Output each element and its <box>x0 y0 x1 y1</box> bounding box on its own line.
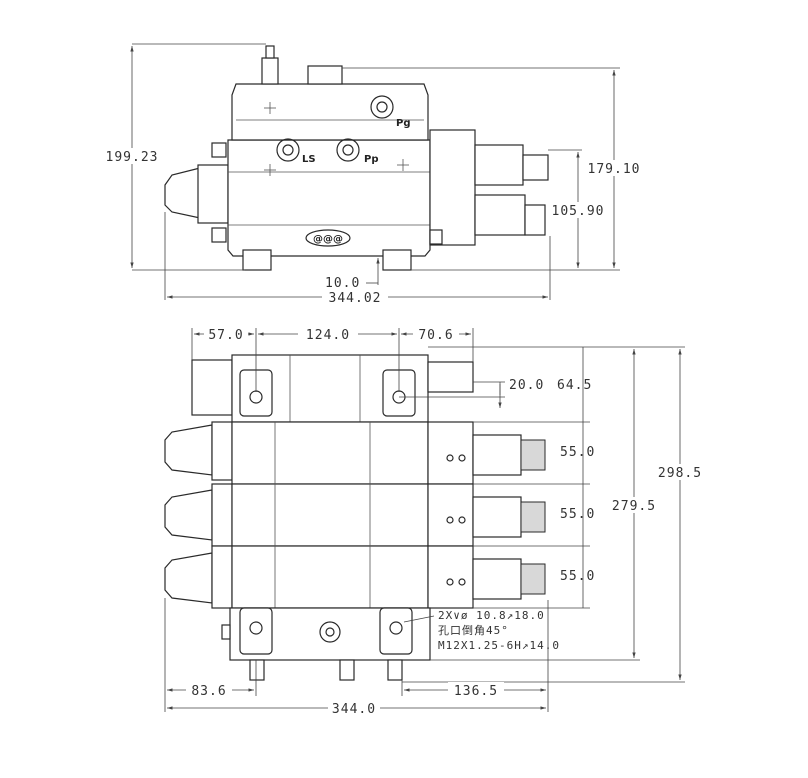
dim-bottom-right: 136.5 <box>454 684 498 699</box>
tail-port <box>319 621 341 643</box>
top-head-block <box>231 83 429 141</box>
dim-section-1: 55.0 <box>560 445 595 460</box>
top-left-flange <box>197 164 229 224</box>
front-view: 57.0 124.0 70.6 20.0 64.5 55.0 55.0 55.0… <box>164 326 708 717</box>
note-chamfer: 孔口倒角45° <box>438 624 509 637</box>
ls-port-label: LS <box>302 154 316 165</box>
front-head-left <box>191 359 233 416</box>
section-3 <box>164 545 546 609</box>
dim-overall-height: 199.23 <box>106 150 159 165</box>
dim-section-2: 55.0 <box>560 507 595 522</box>
dim-hole-spacing: 124.0 <box>306 328 350 343</box>
top-plug <box>307 65 343 85</box>
top-foot-left <box>242 249 272 271</box>
pg-port-label: Pg <box>396 118 411 129</box>
logo-badge <box>305 229 351 247</box>
logo-text: @@@ <box>313 234 343 245</box>
dim-head-height: 64.5 <box>557 378 592 393</box>
top-left-nozzle <box>164 167 201 219</box>
top-solenoid-lower <box>474 194 526 236</box>
tail-hole-left <box>249 621 263 635</box>
dim-overall-height-front: 298.5 <box>658 466 702 481</box>
top-fitting <box>261 57 279 85</box>
dim-overall-width-front: 344.0 <box>332 702 376 717</box>
dim-right-height: 179.10 <box>588 162 641 177</box>
top-solenoid-upper <box>474 144 524 186</box>
dim-base-offset: 10.0 <box>325 276 360 291</box>
pp-port <box>336 138 360 162</box>
section-2 <box>164 483 546 547</box>
top-right-block <box>429 129 476 246</box>
dim-bottom-left: 83.6 <box>191 684 226 699</box>
dim-section-3: 55.0 <box>560 569 595 584</box>
section-1 <box>164 421 546 485</box>
dim-small-offset: 20.0 <box>509 378 544 393</box>
dim-right-offset: 70.6 <box>418 328 453 343</box>
top-view: Pg LS Pp @@@ 199.23 <box>100 43 646 306</box>
front-head-right-plug <box>427 361 474 393</box>
tail-hole-right <box>389 621 403 635</box>
pp-port-label: Pp <box>364 154 379 165</box>
dim-inner-height: 279.5 <box>612 499 656 514</box>
dim-solenoid-height: 105.90 <box>552 204 605 219</box>
note-thread: M12X1.25-6H↗14.0 <box>438 639 560 652</box>
dim-left-offset: 57.0 <box>208 328 243 343</box>
top-foot-right <box>382 249 412 271</box>
pg-port <box>370 95 394 119</box>
dim-overall-width: 344.02 <box>329 291 382 306</box>
note-counterbore: 2X∨ø 10.8↗18.0 <box>438 609 545 622</box>
ls-port <box>276 138 300 162</box>
